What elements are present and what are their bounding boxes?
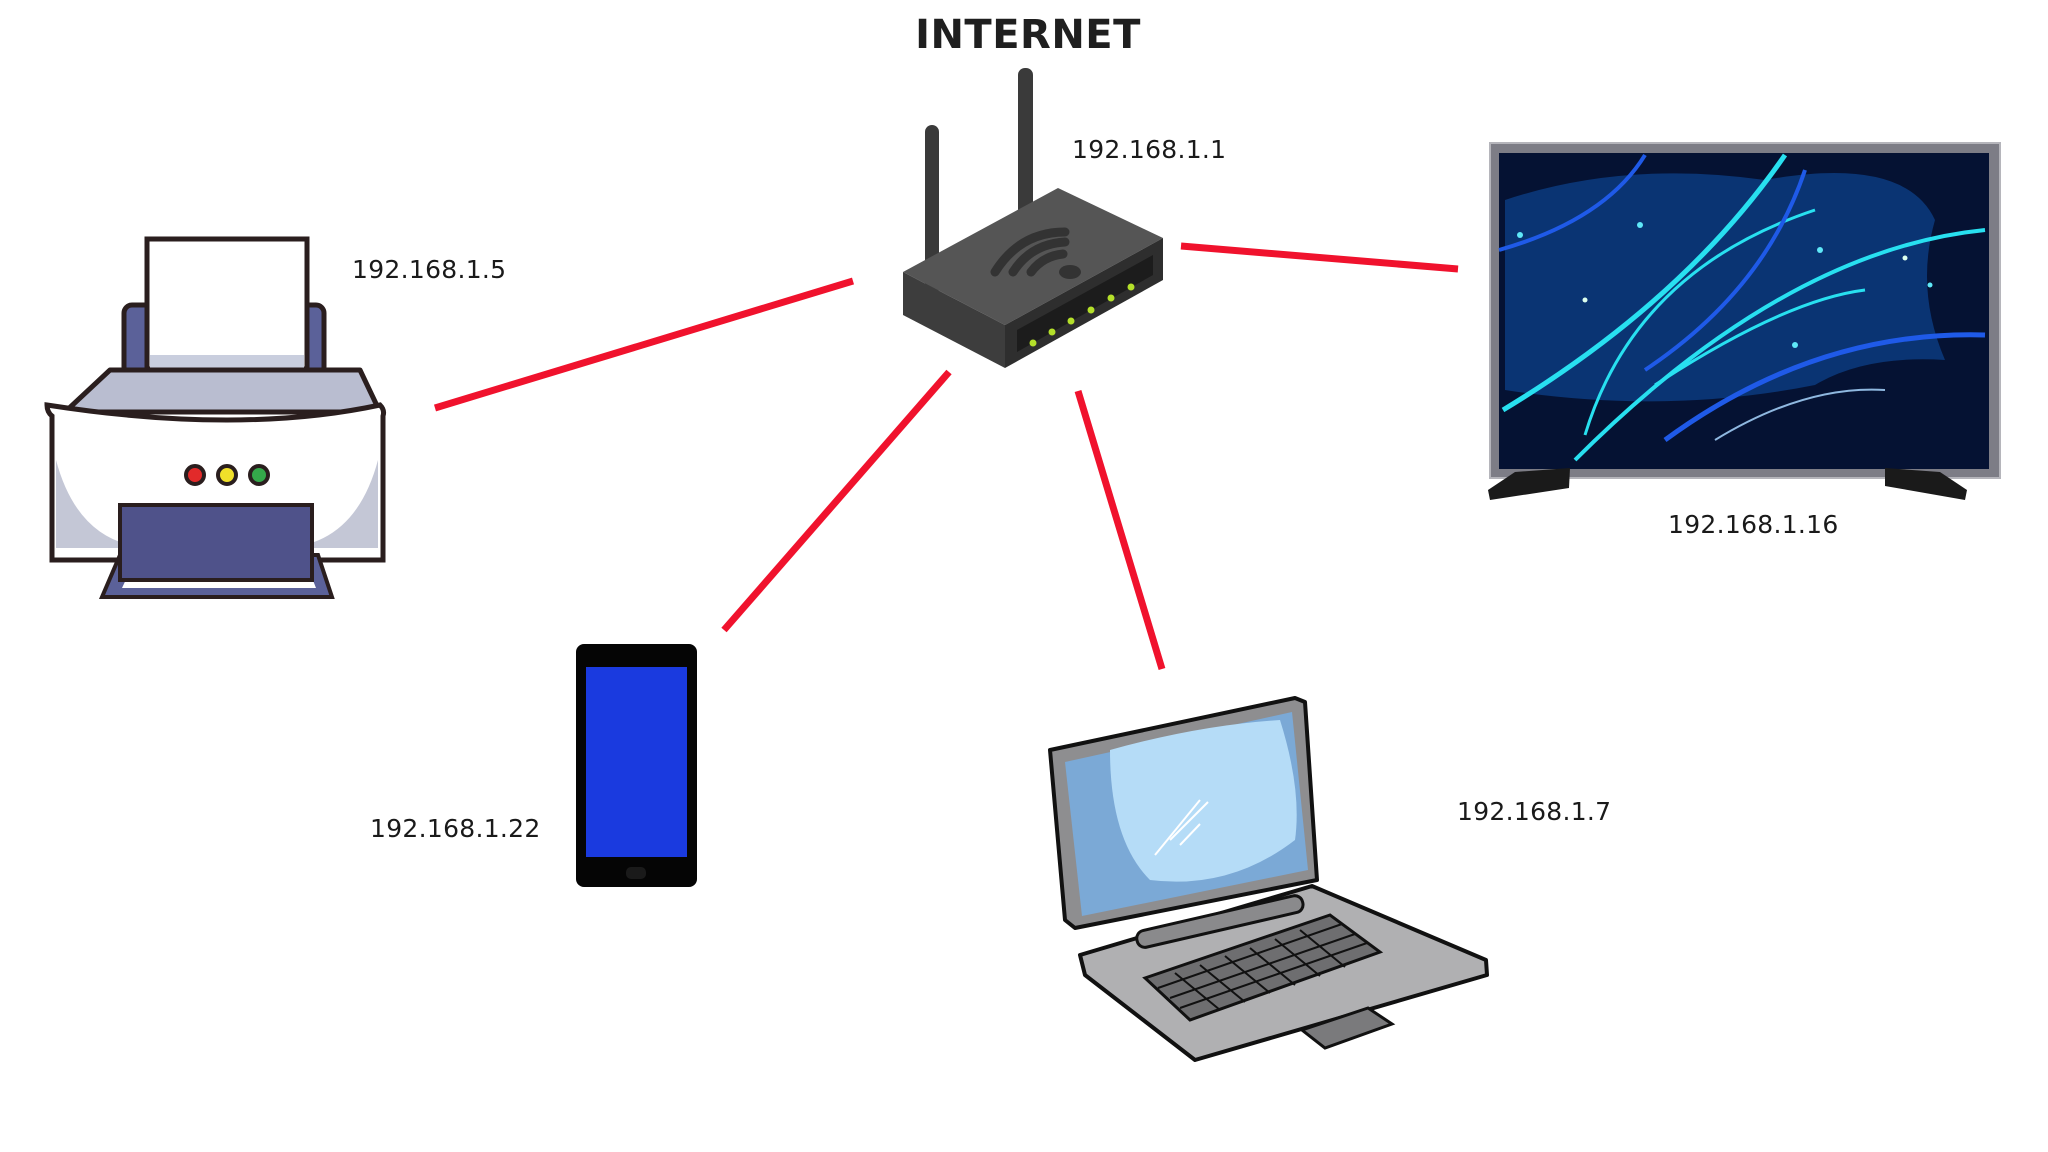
link-router-tv xyxy=(1180,242,1459,273)
phone-ip-label: 192.168.1.22 xyxy=(370,814,541,843)
link-router-laptop xyxy=(1074,389,1166,671)
printer-icon xyxy=(44,236,387,599)
internet-label: INTERNET xyxy=(915,12,1141,58)
router-ip-label: 192.168.1.1 xyxy=(1072,135,1227,164)
laptop-ip-label: 192.168.1.7 xyxy=(1457,797,1612,826)
link-router-phone xyxy=(721,369,952,633)
laptop-icon xyxy=(1048,696,1489,1062)
printer-ip-label: 192.168.1.5 xyxy=(352,255,507,284)
tv-ip-label: 192.168.1.16 xyxy=(1668,510,1839,539)
tv-icon xyxy=(1488,142,2001,500)
router-icon xyxy=(903,68,1163,368)
link-router-printer xyxy=(433,277,855,412)
smartphone-icon xyxy=(576,644,697,887)
diagram-title: INTERNET xyxy=(0,12,2048,58)
